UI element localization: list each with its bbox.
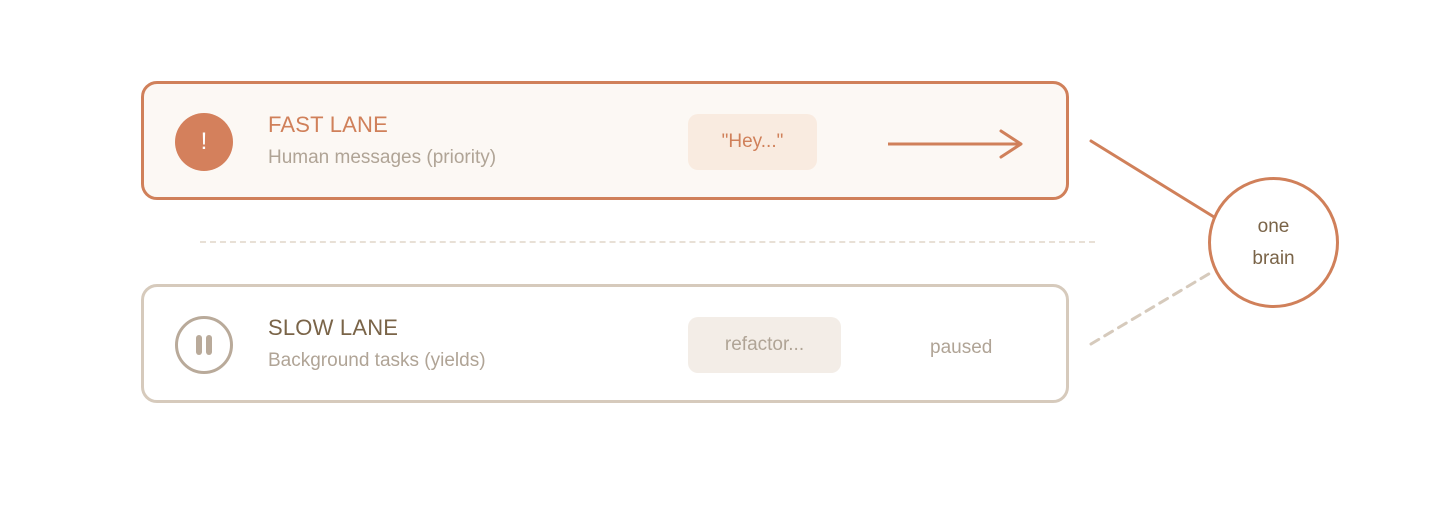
right-arrow-icon <box>888 129 1023 159</box>
brain-label-line1: one <box>1257 215 1290 237</box>
exclamation-icon: ! <box>175 113 233 171</box>
slow-lane-title: SLOW LANE <box>268 315 399 340</box>
brain-label-line2: brain <box>1252 247 1295 269</box>
slow-lane: SLOW LANE Background tasks (yields) refa… <box>141 284 1069 403</box>
slow-lane-status: paused <box>930 337 993 358</box>
slow-lane-message: refactor... <box>688 317 841 373</box>
exclamation-glyph: ! <box>200 128 208 155</box>
fast-lane: ! FAST LANE Human messages (priority) "H… <box>141 81 1069 200</box>
pause-icon <box>175 316 233 374</box>
lane-divider <box>200 241 1095 243</box>
fast-lane-message: "Hey..." <box>688 114 817 170</box>
brain-node: one brain <box>1208 177 1339 308</box>
fast-connector <box>1089 139 1216 219</box>
slow-connector <box>1089 270 1214 346</box>
fast-lane-title: FAST LANE <box>268 112 388 137</box>
fast-lane-subtitle: Human messages (priority) <box>268 147 497 168</box>
slow-lane-subtitle: Background tasks (yields) <box>268 350 486 371</box>
